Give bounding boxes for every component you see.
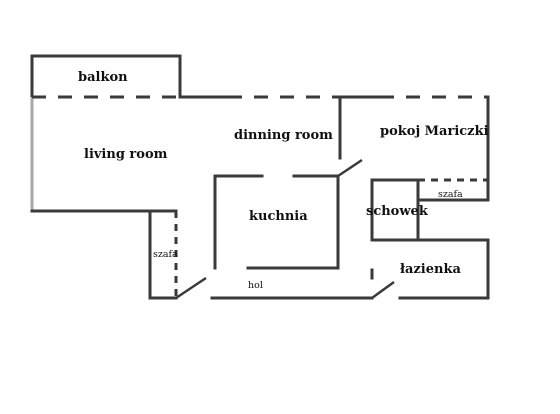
label-schowek: schowek (366, 204, 429, 219)
label-dinning-room: dinning room (234, 128, 333, 143)
hallway-bottom-wall (210, 280, 490, 300)
label-kuchnia: kuchnia (249, 209, 308, 224)
schowek-walls (370, 178, 490, 280)
szafa-left-walls (148, 209, 207, 300)
label-balkon: balkon (78, 70, 128, 85)
right-wall (416, 95, 490, 300)
label-szafa-left: szafa (153, 249, 178, 260)
label-lazienka: łazienka (400, 262, 461, 277)
kuchnia-walls (213, 158, 363, 270)
label-living-room: living room (84, 147, 168, 162)
label-hol: hol (248, 280, 263, 291)
label-pokoj-mariczki: pokoj Mariczki (380, 124, 489, 139)
label-szafa-right: szafa (438, 189, 463, 200)
balkon-walls (30, 54, 182, 99)
